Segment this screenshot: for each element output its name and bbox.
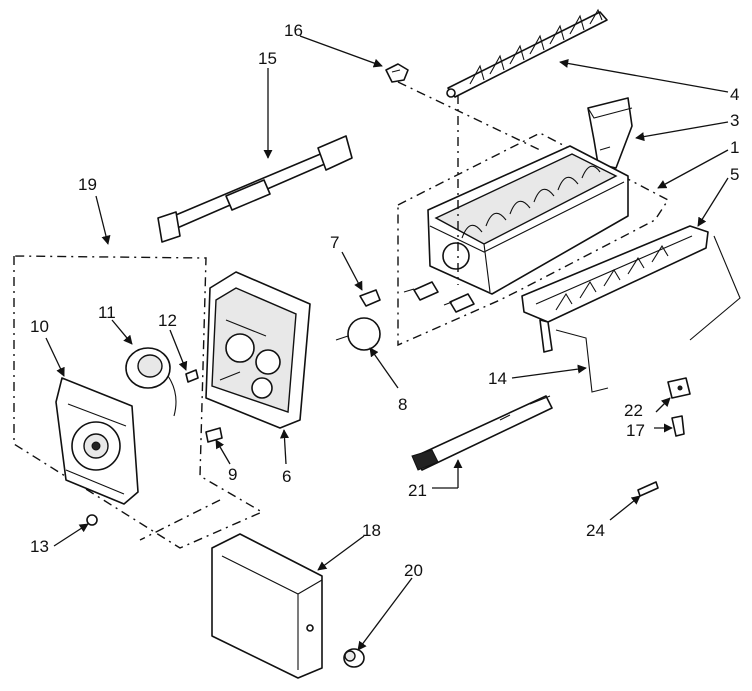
callout-6: 6 — [282, 467, 291, 486]
callout-10: 10 — [30, 317, 49, 336]
part-24-pin — [637, 481, 659, 497]
part-21-heater — [411, 395, 553, 471]
part-10-mounting-plate — [55, 377, 139, 505]
part-19-boundary — [13, 255, 264, 549]
leader-lines — [45, 35, 729, 651]
callout-18: 18 — [362, 521, 381, 540]
part-1-ice-mold — [403, 145, 629, 313]
part-8-thermostat — [335, 317, 381, 351]
part-11-motor — [125, 347, 177, 417]
callout-21: 21 — [408, 481, 427, 500]
callout-labels: 16 15 4 3 1 5 19 11 12 10 7 8 9 6 13 14 … — [30, 21, 739, 580]
callout-13: 13 — [30, 537, 49, 556]
part-14-shutoff-arm — [555, 235, 741, 393]
callout-19: 19 — [78, 175, 97, 194]
part-1-boundary — [397, 132, 670, 347]
part-9-screw — [205, 427, 223, 443]
callout-17: 17 — [626, 421, 645, 440]
part-16-clip — [385, 63, 409, 83]
part-4-ejector-blade — [446, 8, 608, 98]
part-3-fill-cup — [587, 97, 633, 169]
part-7-clip — [359, 289, 381, 307]
callout-22: 22 — [624, 401, 643, 420]
callout-14: 14 — [488, 369, 507, 388]
cover-dashline — [139, 499, 221, 541]
part-22-bracket — [667, 377, 691, 399]
callout-11: 11 — [98, 303, 116, 322]
part-5-stripper — [521, 225, 709, 353]
callout-7: 7 — [330, 233, 339, 252]
callout-3: 3 — [730, 111, 739, 130]
callout-4: 4 — [730, 85, 739, 104]
part-12-screw — [185, 369, 199, 383]
part-18-cover — [211, 533, 323, 679]
part-15-harness — [157, 135, 353, 243]
callout-15: 15 — [258, 49, 277, 68]
callout-24: 24 — [586, 521, 605, 540]
callout-5: 5 — [730, 165, 739, 184]
callout-9: 9 — [228, 465, 237, 484]
callout-12: 12 — [158, 311, 177, 330]
callout-8: 8 — [398, 395, 407, 414]
callout-16: 16 — [284, 21, 303, 40]
part-17-screw — [671, 415, 685, 437]
callout-20: 20 — [404, 561, 423, 580]
part-13-screw — [86, 514, 98, 526]
callout-1: 1 — [730, 138, 739, 157]
part-6-module-housing — [205, 271, 311, 429]
part-20-knob — [343, 648, 365, 668]
